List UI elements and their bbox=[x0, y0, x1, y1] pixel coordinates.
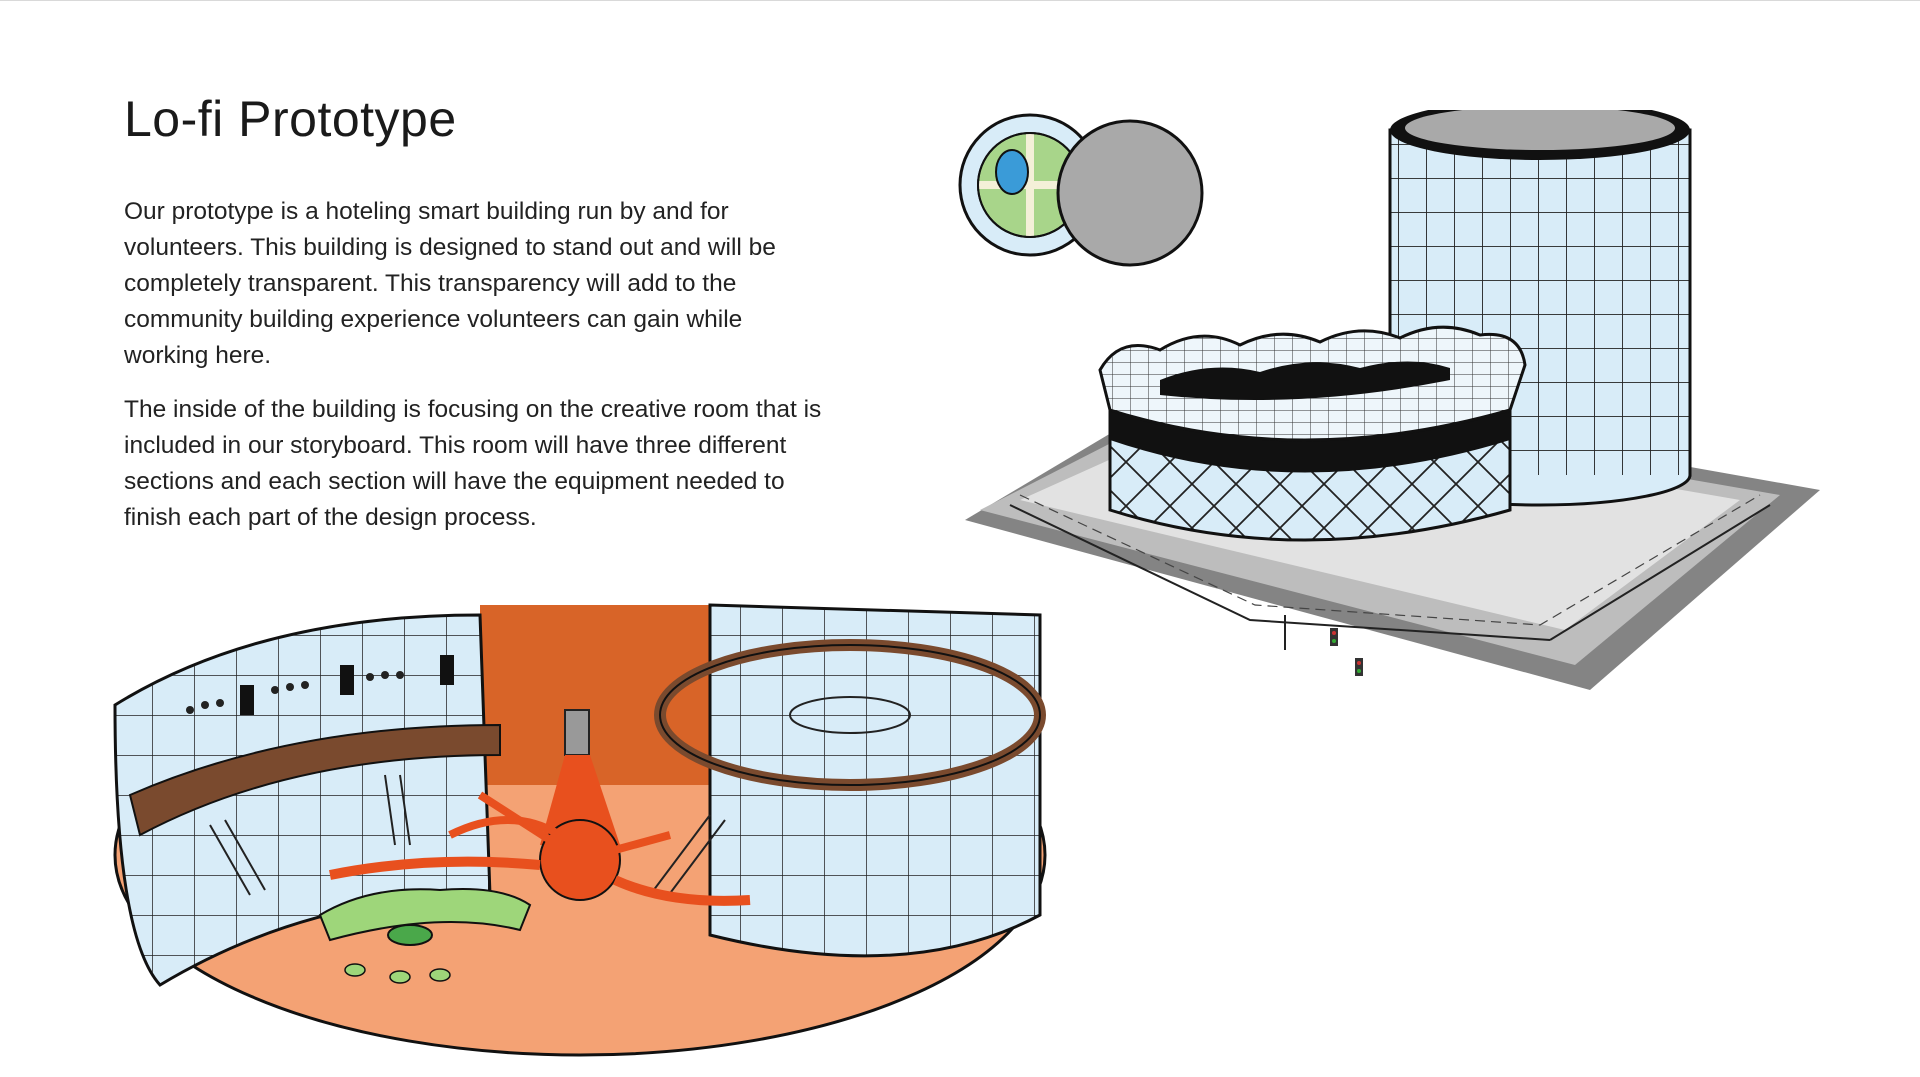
central-hub-arrows bbox=[329, 755, 751, 906]
intro-paragraph: Our prototype is a hoteling smart buildi… bbox=[124, 198, 776, 369]
right-circular-section bbox=[649, 603, 1046, 958]
top-divider bbox=[0, 0, 1920, 1]
traffic-light-icon bbox=[1284, 615, 1363, 676]
wavy-glass-building bbox=[1098, 325, 1527, 542]
slide-title: Lo-fi Prototype bbox=[124, 91, 457, 147]
green-couch-icon bbox=[318, 888, 532, 984]
door-icon bbox=[564, 709, 590, 756]
creative-room-paragraph: The inside of the building is focusing o… bbox=[124, 396, 822, 531]
back-wall bbox=[480, 605, 710, 785]
building-exterior-illustration bbox=[958, 110, 1820, 690]
creative-room-illustration bbox=[113, 603, 1047, 1057]
aerial-roof-view-icon bbox=[1056, 119, 1204, 267]
